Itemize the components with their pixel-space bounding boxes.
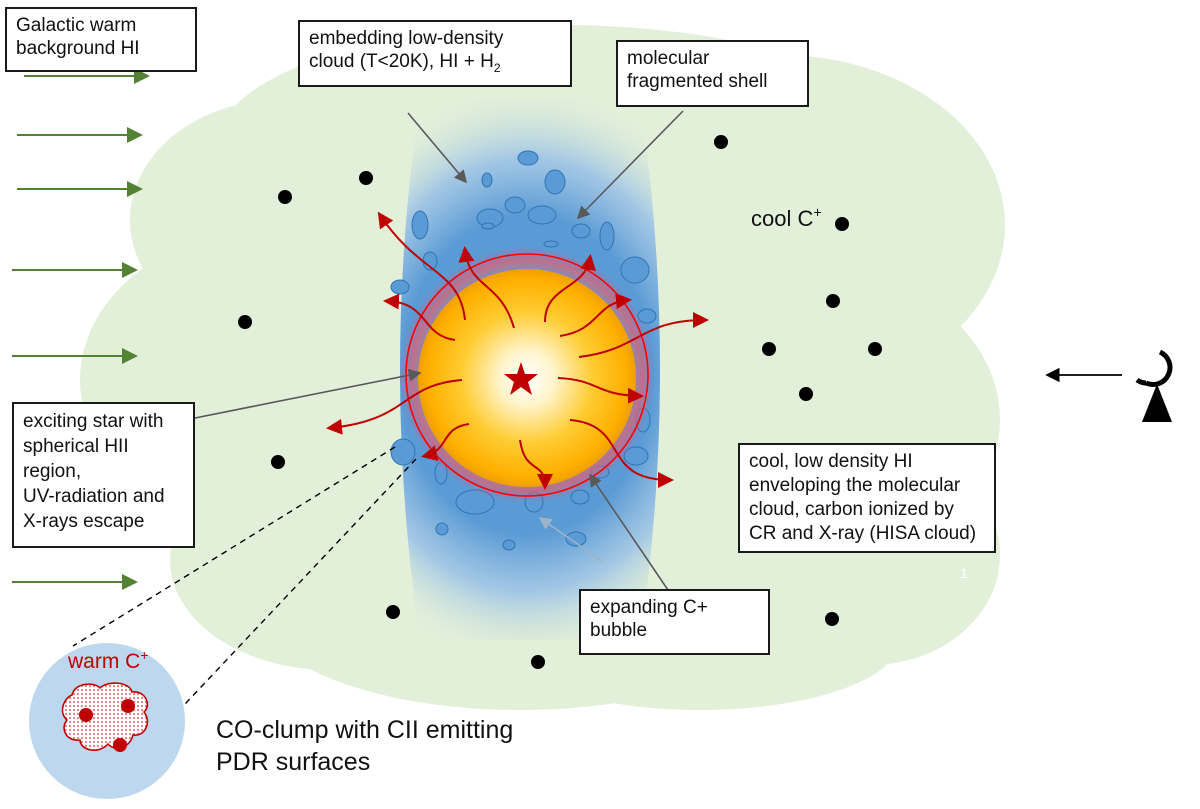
co-clump-inset: [29, 643, 185, 799]
molecular-shell-line2: fragmented shell: [627, 71, 768, 92]
co-clump-line2: PDR surfaces: [216, 748, 371, 776]
molecular-shell-label: molecular fragmented shell: [616, 40, 809, 107]
exciting-star-line1: exciting star with: [23, 411, 164, 432]
expanding-line2: bubble: [590, 620, 648, 641]
star-icon: [504, 362, 538, 395]
hisa-line1: cool, low density HI: [749, 451, 913, 472]
h2-subscript: 2: [493, 60, 501, 75]
hisa-line3: cloud, carbon ionized by: [749, 499, 954, 520]
exciting-star-line5: X-rays escape: [23, 511, 145, 532]
galactic-background-text: Galactic warm background HI: [16, 15, 140, 59]
warm-cplus-spots: [79, 699, 135, 752]
uv-xray-rays: [326, 211, 709, 490]
co-clump-line1: CO-clump with CII emitting: [216, 716, 514, 744]
background-hi-arrows: [12, 68, 150, 590]
embedding-cloud-line1: embedding low-density: [309, 28, 504, 49]
embedding-cloud-label: embedding low-density cloud (T<20K), HI …: [298, 20, 572, 87]
expanding-line1: expanding C+: [590, 597, 708, 618]
hisa-line2: enveloping the molecular: [749, 475, 961, 496]
callout-pointers: [184, 110, 684, 591]
warm-cplus-label: warm C+: [68, 648, 149, 674]
expanding-bubble-label: expanding C+ bubble: [579, 589, 770, 655]
exciting-star-line4: UV-radiation and: [23, 486, 165, 507]
exciting-star-label: exciting star with spherical HII region,…: [12, 402, 195, 548]
warm-cplus-superscript: +: [140, 648, 149, 663]
exciting-star-line2: spherical HII: [23, 436, 129, 457]
inset-connectors: [72, 446, 417, 705]
hisa-cloud-label: cool, low density HI enveloping the mole…: [738, 443, 996, 553]
warm-cplus-text: warm C: [68, 650, 141, 673]
radio-telescope-icon: [1045, 349, 1173, 422]
page-number: 1: [960, 565, 968, 581]
co-clump-caption: CO-clump with CII emitting PDR surfaces: [216, 714, 513, 778]
molecular-shell-line1: molecular: [627, 48, 710, 69]
cool-cplus-superscript: +: [813, 205, 822, 222]
galactic-background-label: Galactic warm background HI: [5, 7, 197, 72]
embedding-cloud-line2-text: cloud (T<20K), HI + H: [309, 51, 494, 72]
cool-cplus-text: cool C: [751, 206, 814, 231]
hisa-line4: CR and X-ray (HISA cloud): [749, 523, 977, 544]
cool-cplus-atoms: [238, 135, 882, 669]
exciting-star-line3: region,: [23, 461, 82, 482]
cool-cplus-label: cool C+: [751, 206, 822, 232]
embedding-cloud-line2: cloud (T<20K), HI + H2: [309, 50, 561, 75]
